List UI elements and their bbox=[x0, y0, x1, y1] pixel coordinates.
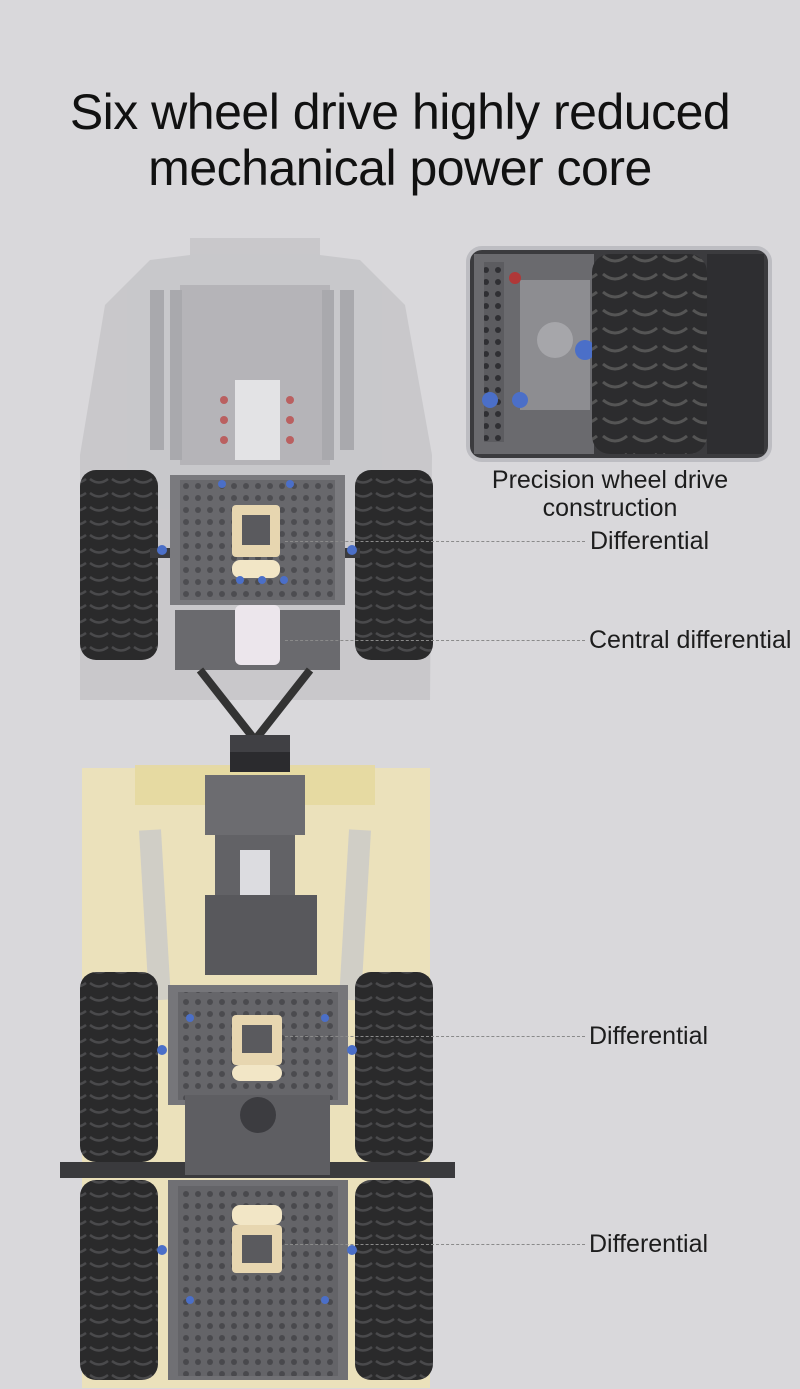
middle-axle-module bbox=[168, 985, 348, 1175]
rear-differential-label: Differential bbox=[589, 1230, 709, 1258]
blue-pins bbox=[157, 480, 357, 1304]
inset-caption-line-2: construction bbox=[542, 494, 678, 522]
inset-caption: Precision wheel drive construction bbox=[470, 466, 750, 522]
central-differential-label: Central differential bbox=[589, 626, 792, 654]
wheels bbox=[80, 470, 433, 1380]
central-shaft bbox=[205, 752, 317, 975]
central-differential-leader bbox=[285, 640, 585, 641]
headline-line-1: Six wheel drive highly reduced bbox=[69, 84, 731, 140]
headline-line-2: mechanical power core bbox=[148, 140, 652, 196]
front-differential-leader bbox=[285, 541, 585, 542]
front-axle-module bbox=[170, 475, 345, 753]
inset-caption-line-1: Precision wheel drive bbox=[491, 466, 729, 494]
rear-axle-module bbox=[168, 1180, 348, 1380]
inset-wheel-photo bbox=[466, 246, 772, 462]
rear-differential-leader bbox=[285, 1244, 585, 1245]
headline: Six wheel drive highly reduced mechanica… bbox=[0, 84, 800, 196]
front-differential-label: Differential bbox=[590, 527, 710, 555]
middle-differential-label: Differential bbox=[589, 1022, 709, 1050]
middle-differential-leader bbox=[285, 1036, 585, 1037]
